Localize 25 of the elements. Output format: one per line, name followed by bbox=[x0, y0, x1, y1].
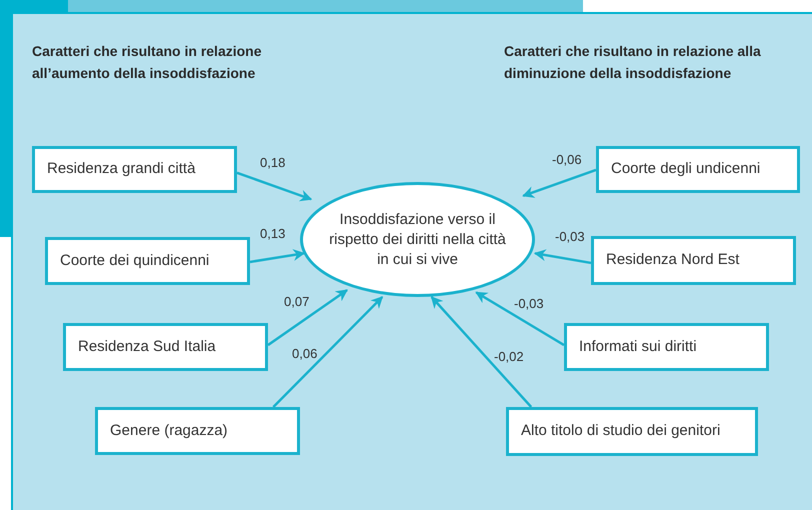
edge-label: -0,06 bbox=[552, 152, 582, 168]
edge-label: 0,06 bbox=[292, 346, 318, 362]
arrow bbox=[267, 289, 348, 346]
edge-label: 0,13 bbox=[260, 226, 286, 242]
arrow bbox=[522, 168, 596, 198]
factor-box: Coorte dei quindicenni bbox=[45, 237, 250, 285]
edge-label: 0,07 bbox=[284, 294, 310, 310]
heading-text: Caratteri che risultano in relazione alla diminuzione della insoddisfazione bbox=[504, 42, 762, 83]
factor-box: Coorte degli undicenni bbox=[596, 146, 800, 193]
edge-label: 0,18 bbox=[260, 155, 286, 171]
arrow bbox=[430, 296, 532, 408]
factor-box: Residenza grandi città bbox=[32, 146, 237, 193]
edge-label: -0,03 bbox=[555, 229, 585, 245]
edge-label: -0,03 bbox=[514, 296, 544, 312]
heading-text: Caratteri che risultano in relazione all’aumento della insoddisfazione bbox=[32, 42, 263, 83]
arrow bbox=[272, 296, 384, 408]
arrow bbox=[236, 172, 312, 202]
factor-box: Informati sui diritti bbox=[564, 323, 769, 371]
arrow bbox=[475, 291, 565, 346]
factor-box: Genere (ragazza) bbox=[95, 407, 300, 455]
factor-box: Residenza Sud Italia bbox=[63, 323, 268, 371]
factor-box: Residenza Nord Est bbox=[591, 236, 796, 285]
edge-label: -0,02 bbox=[494, 349, 524, 365]
factor-box: Alto titolo di studio dei genitori bbox=[506, 407, 758, 456]
arrow bbox=[534, 249, 592, 264]
